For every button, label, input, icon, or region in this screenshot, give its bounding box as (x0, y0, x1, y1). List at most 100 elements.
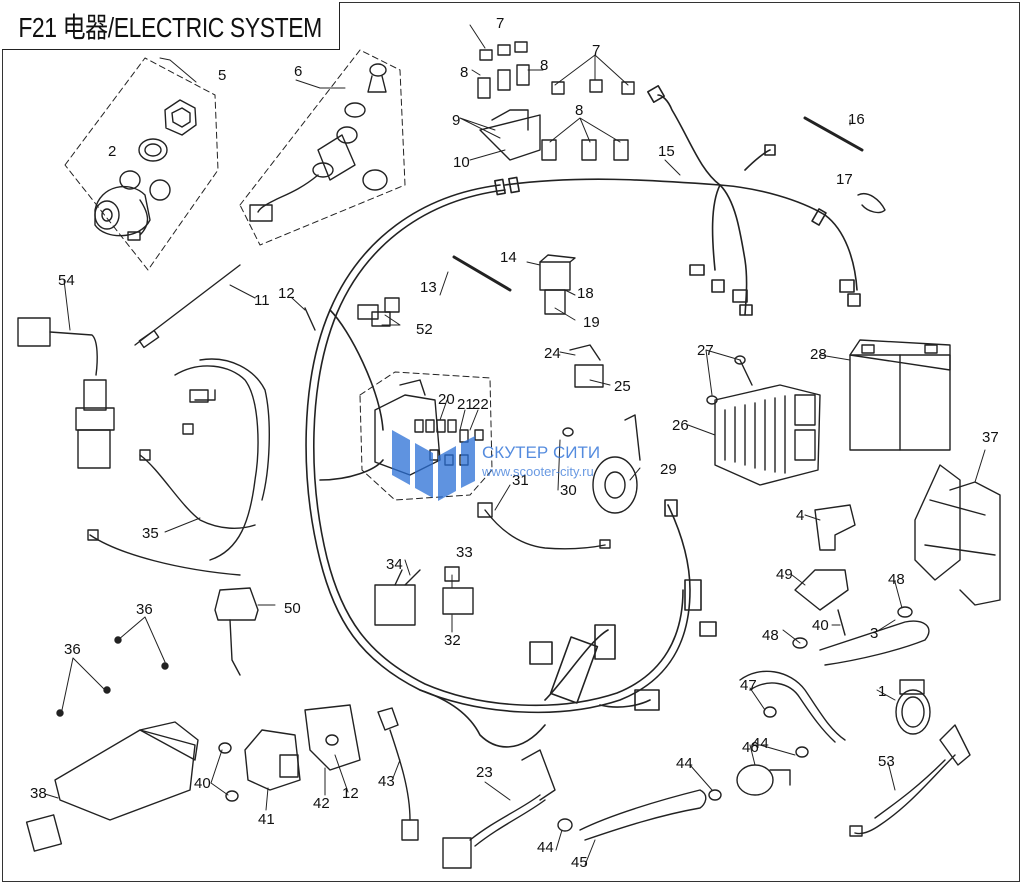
callout-8a: 8 (460, 64, 468, 81)
callout-15: 15 (658, 143, 675, 160)
regulator-icon (706, 355, 821, 486)
cable-23-icon (442, 749, 556, 869)
callout-44a: 44 (676, 755, 693, 772)
main-harness-icon (305, 85, 861, 748)
callout-24: 24 (544, 345, 561, 362)
switch-group-outline (239, 49, 406, 246)
cdi-unit-icon (218, 729, 301, 802)
callout-3: 3 (870, 625, 878, 642)
callout-37: 37 (982, 429, 999, 446)
callout-30: 30 (560, 482, 577, 499)
callout-13: 13 (420, 279, 437, 296)
callout-54: 54 (58, 272, 75, 289)
callout-33: 33 (456, 544, 473, 561)
callout-5: 5 (218, 67, 226, 84)
watermark-line1: СКУТЕР СИТИ (482, 443, 600, 462)
ignition-switch-icon (249, 63, 388, 222)
callout-2: 2 (108, 143, 116, 160)
watermark: СКУТЕР СИТИ www.scooter-city.ru (392, 430, 600, 501)
callout-49: 49 (776, 566, 793, 583)
callout-45: 45 (571, 854, 588, 871)
diagram-title: F21 电器/ELECTRIC SYSTEM (18, 11, 323, 43)
callout-32: 32 (444, 632, 461, 649)
callout-48a: 48 (888, 571, 905, 588)
battery-icon (849, 339, 951, 451)
callout-7b: 7 (592, 42, 600, 59)
bracket-37-icon (914, 464, 1001, 606)
clamp-1-icon (895, 679, 931, 735)
callout-17: 17 (836, 171, 853, 188)
callout-31: 31 (512, 472, 529, 489)
callout-12b: 12 (342, 785, 359, 802)
lock-group-outline (64, 57, 219, 271)
callout-7a: 7 (496, 15, 504, 32)
wire-clips-icon (134, 116, 886, 349)
callout-8c: 8 (575, 102, 583, 119)
callout-40b: 40 (812, 617, 829, 634)
callout-22: 22 (472, 396, 489, 413)
sub-harness-53-icon (849, 724, 971, 837)
callout-43: 43 (378, 773, 395, 790)
callout-27: 27 (697, 342, 714, 359)
callout-46: 46 (742, 739, 759, 756)
horn-icon (562, 414, 641, 514)
watermark-logo-icon (392, 430, 475, 501)
callout-29: 29 (660, 461, 677, 478)
callout-1: 1 (878, 683, 886, 700)
watermark-line2: www.scooter-city.ru (481, 464, 594, 479)
callout-48b: 48 (762, 627, 779, 644)
callout-12a: 12 (278, 285, 295, 302)
callout-38: 38 (30, 785, 47, 802)
sensor-54-icon (17, 317, 115, 469)
callout-26: 26 (672, 417, 689, 434)
callout-10: 10 (453, 154, 470, 171)
callout-11: 11 (254, 292, 270, 309)
hose-47-icon (557, 670, 846, 841)
callout-40a: 40 (194, 775, 211, 792)
hose-3-icon (792, 606, 930, 666)
leader-lines (44, 24, 986, 866)
group-outlines (64, 49, 493, 501)
bracket-4-icon (794, 504, 856, 636)
callout-47: 47 (740, 677, 757, 694)
ignition-lock-icon (94, 99, 197, 241)
callout-20: 20 (438, 391, 455, 408)
relay-32-34-icon (374, 566, 474, 626)
callout-23: 23 (476, 764, 493, 781)
callout-42: 42 (313, 795, 330, 812)
callout-36a: 36 (136, 601, 153, 618)
callout-28: 28 (810, 346, 827, 363)
fuse-group-outline (359, 371, 493, 501)
callout-4: 4 (796, 507, 804, 524)
relay-connectors-icon (477, 41, 635, 161)
callout-6: 6 (294, 63, 302, 80)
lamp-50-icon (214, 587, 259, 676)
callout-35: 35 (142, 525, 159, 542)
callout-53: 53 (878, 753, 895, 770)
callout-44b: 44 (752, 735, 769, 752)
callout-36b: 36 (64, 641, 81, 658)
relay-25-icon (569, 344, 604, 388)
callout-18: 18 (577, 285, 594, 302)
callout-44c: 44 (537, 839, 554, 856)
callout-41: 41 (258, 811, 275, 828)
sub-harness-43-icon (304, 704, 419, 841)
callout-16: 16 (848, 111, 865, 128)
callout-8b: 8 (540, 57, 548, 74)
callout-9: 9 (452, 112, 460, 129)
callout-25: 25 (614, 378, 631, 395)
cable-31-icon (477, 502, 611, 550)
connector-52-icon (357, 297, 400, 327)
title-box: F21 电器/ELECTRIC SYSTEM (2, 2, 340, 50)
callout-52: 52 (416, 321, 433, 338)
callout-labels: 1 2 3 4 5 6 7 7 8 8 8 9 10 11 12 12 13 1… (30, 15, 999, 871)
ecu-box-icon (25, 636, 199, 852)
callout-21: 21 (457, 396, 474, 413)
sub-harness-35-icon (87, 358, 270, 576)
callout-34: 34 (386, 556, 403, 573)
callout-50: 50 (284, 600, 301, 617)
relay-19-icon (539, 254, 576, 315)
